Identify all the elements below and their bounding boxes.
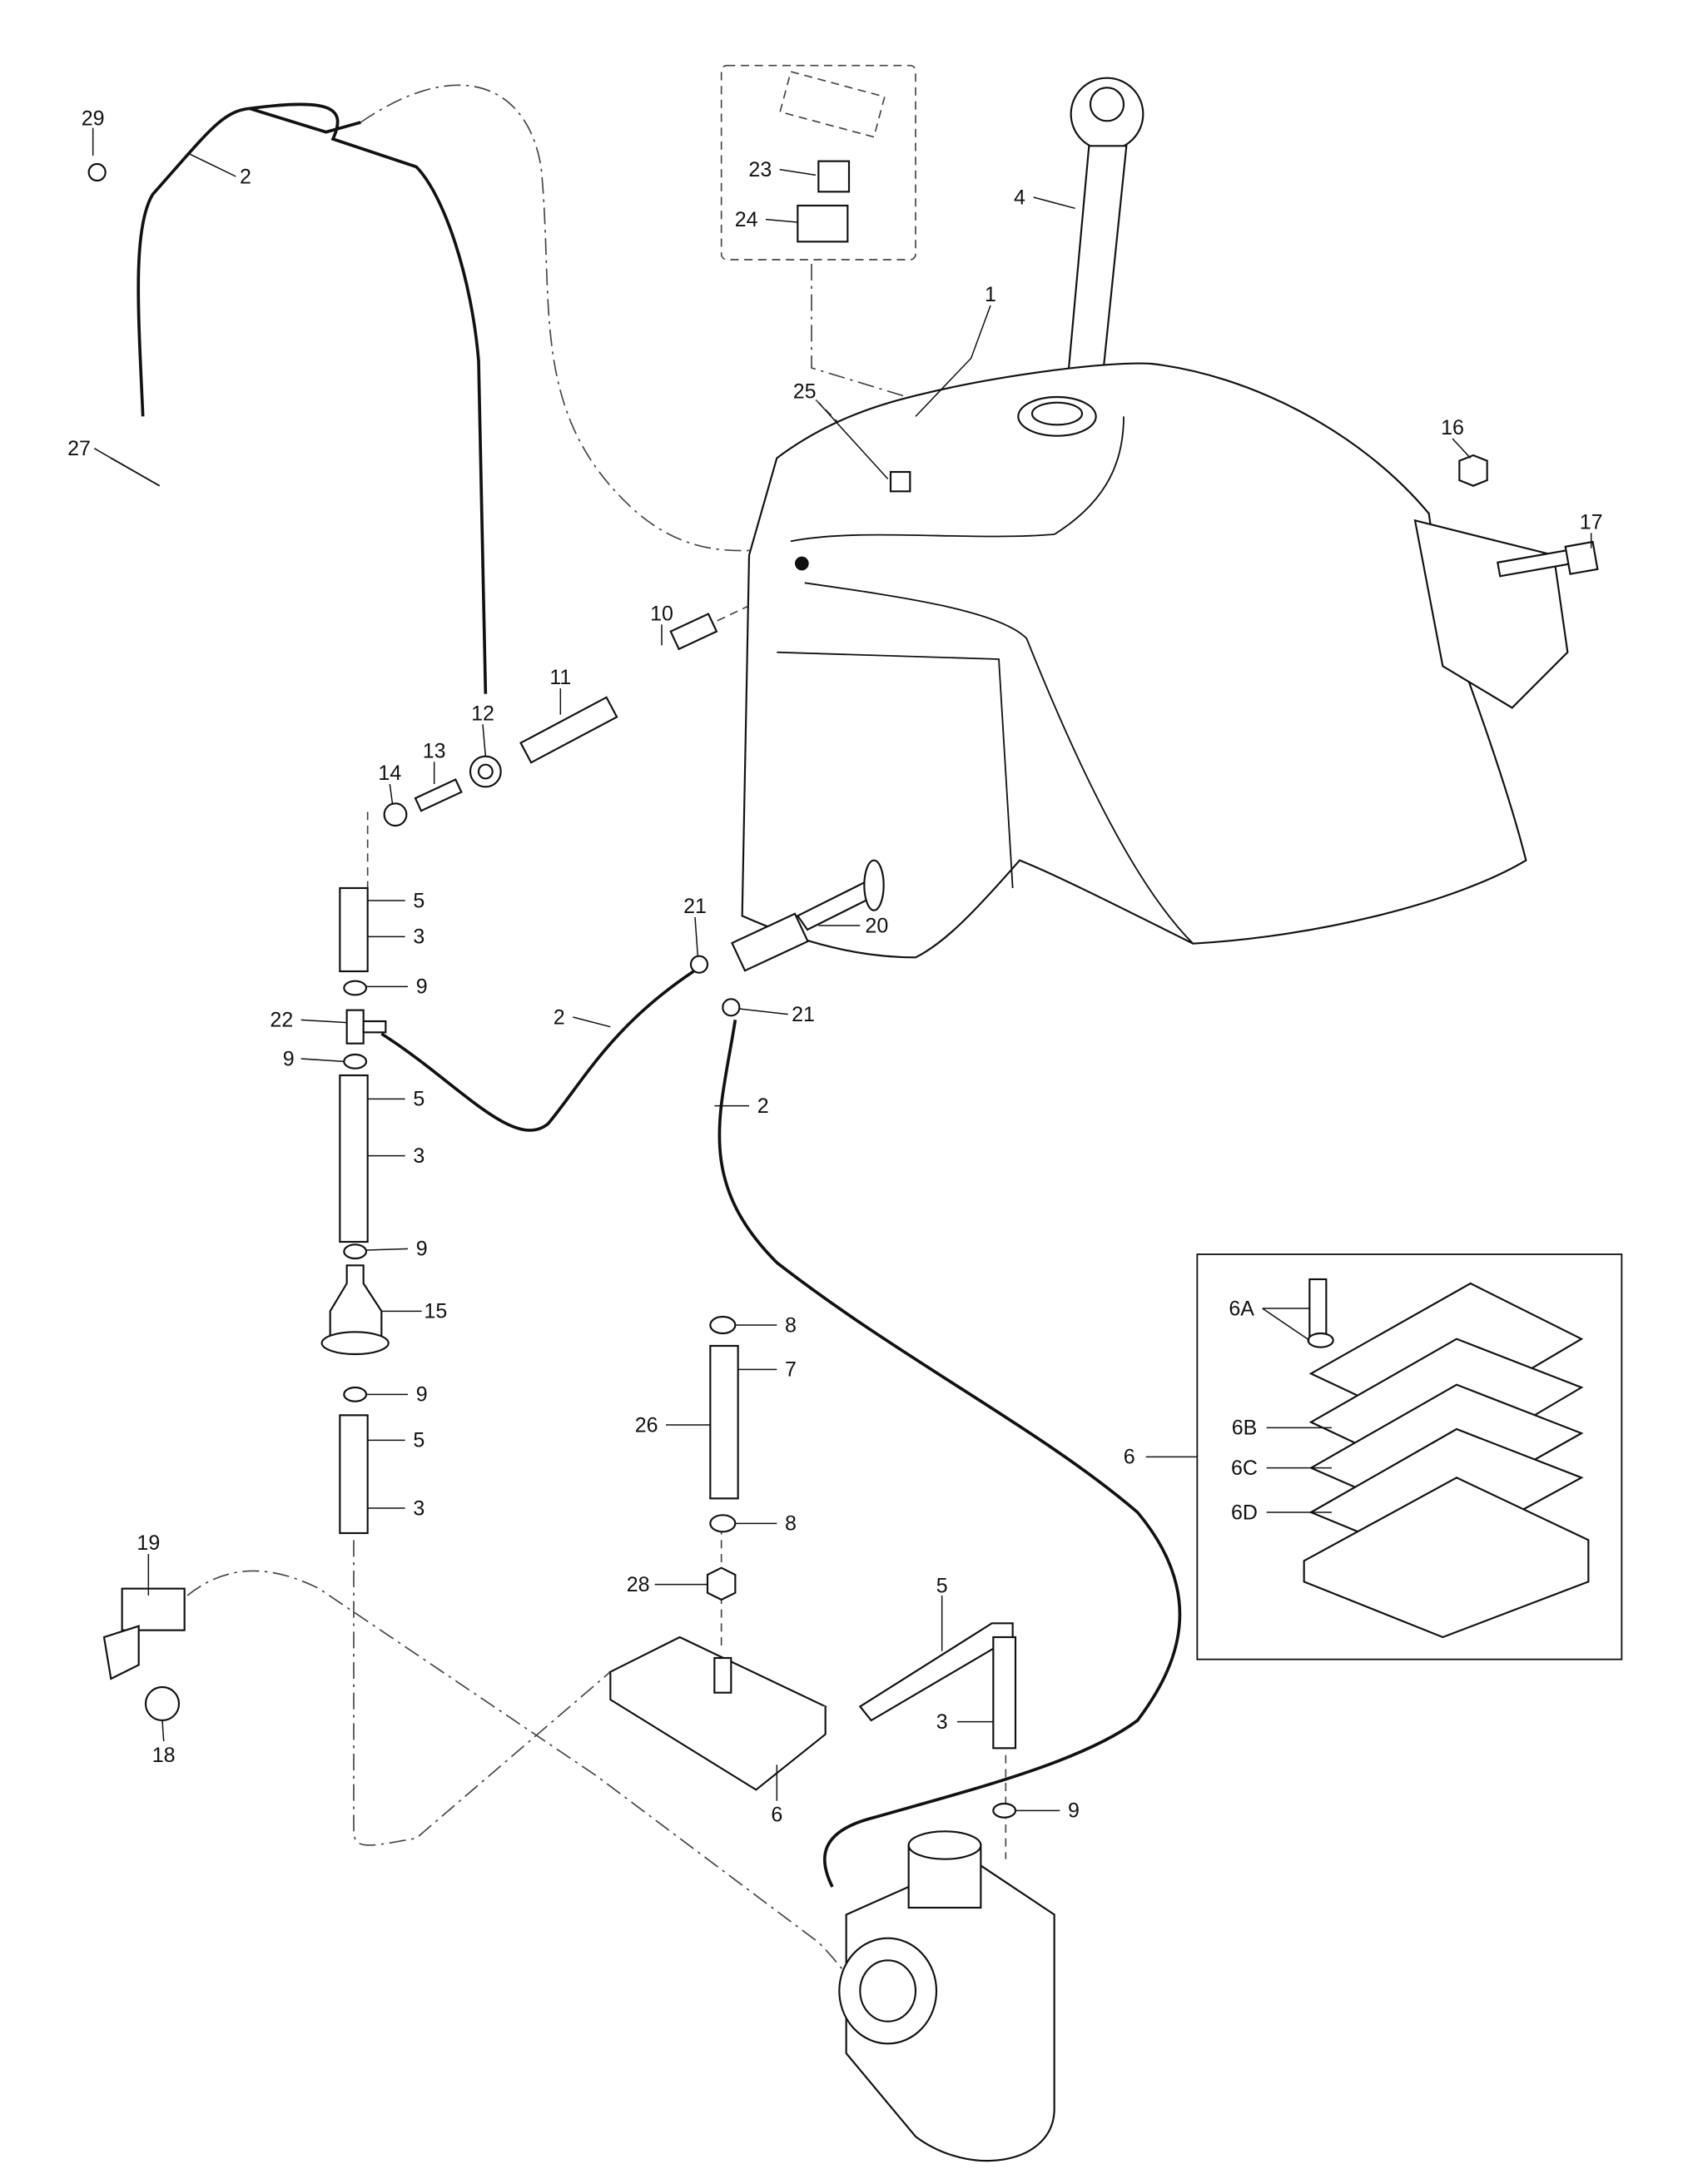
callout-13: 13 xyxy=(423,739,446,762)
callout-28: 28 xyxy=(627,1573,650,1596)
callout-5: 5 xyxy=(936,1575,948,1598)
part-2-hose-to-choke xyxy=(380,970,695,1132)
part-6A-screw xyxy=(1308,1278,1328,1339)
part-3-hose-lower xyxy=(339,1414,369,1535)
callout-20: 20 xyxy=(865,914,888,937)
part-3-hose-middle xyxy=(339,1074,369,1243)
callout-6A: 6A xyxy=(1229,1297,1254,1320)
part-13-fitting xyxy=(414,778,463,812)
callout-8: 8 xyxy=(785,1313,797,1337)
part-10-check-valve xyxy=(669,613,718,651)
part-6-fuel-pump xyxy=(608,1636,827,1791)
part-2-hose-to-pump xyxy=(717,1020,1182,1888)
part-24-grommet xyxy=(797,204,849,243)
callout-9: 9 xyxy=(416,1238,428,1261)
callout-7: 7 xyxy=(785,1358,797,1382)
part-20-choke-plunger xyxy=(731,859,885,972)
callout-29: 29 xyxy=(82,107,105,130)
lower-route-line xyxy=(353,1540,611,1846)
part-29-clip xyxy=(87,162,107,182)
callout-5: 5 xyxy=(413,1088,424,1111)
callout-22: 22 xyxy=(270,1009,293,1032)
callout-26: 26 xyxy=(635,1413,658,1437)
callout-15: 15 xyxy=(424,1300,447,1323)
callout-2: 2 xyxy=(554,1005,565,1029)
callout-6: 6 xyxy=(771,1804,782,1827)
leader-lines xyxy=(92,127,1592,1812)
part-15-fuel-filter xyxy=(320,1264,390,1356)
carburetor xyxy=(838,1830,1055,2162)
callout-9: 9 xyxy=(416,975,428,999)
inset-box-valve xyxy=(720,64,916,261)
part-9-clamp-b xyxy=(343,1053,368,1070)
part-18-nut xyxy=(144,1685,181,1722)
callout-10: 10 xyxy=(650,602,673,625)
callout-2: 2 xyxy=(240,165,251,188)
part-8-clamp-lower xyxy=(709,1514,737,1533)
part-9-clamp-a xyxy=(343,980,368,996)
callout-3: 3 xyxy=(936,1710,948,1734)
callout-18: 18 xyxy=(152,1744,176,1767)
callout-3: 3 xyxy=(413,1497,424,1520)
part-8-clamp-upper xyxy=(709,1315,737,1335)
callout-6D: 6D xyxy=(1231,1501,1258,1524)
callout-21: 21 xyxy=(683,895,707,918)
callout-3: 3 xyxy=(413,1144,424,1168)
part-6A-washer xyxy=(1307,1332,1334,1348)
callout-9: 9 xyxy=(416,1383,428,1407)
part-27-spring xyxy=(110,457,161,487)
callout-23: 23 xyxy=(748,158,772,181)
callout-14: 14 xyxy=(378,762,401,785)
tank-section-hatch xyxy=(779,71,886,138)
part-11-hose xyxy=(519,696,618,764)
vent-route-line xyxy=(360,84,777,552)
choke-route-line xyxy=(186,1570,889,2013)
part-26-hose xyxy=(709,1344,739,1500)
callout-5: 5 xyxy=(413,889,424,912)
part-3-hose-upper xyxy=(339,886,369,973)
part-25-fitting xyxy=(889,470,911,493)
callout-6: 6 xyxy=(1124,1446,1135,1469)
callout-12: 12 xyxy=(471,702,494,725)
part-21-clamp-a xyxy=(689,955,709,974)
callout-1: 1 xyxy=(985,283,996,306)
callout-9: 9 xyxy=(283,1047,295,1070)
callout-9: 9 xyxy=(1068,1799,1080,1823)
part-21-clamp-b xyxy=(722,998,741,1017)
callout-6C: 6C xyxy=(1231,1457,1258,1480)
callout-21: 21 xyxy=(792,1003,815,1026)
callout-25: 25 xyxy=(793,380,817,404)
callout-6B: 6B xyxy=(1232,1417,1258,1440)
part-19-choke-lever xyxy=(102,1587,186,1680)
callout-16: 16 xyxy=(1441,416,1464,439)
part-9-clamp-e xyxy=(992,1802,1017,1819)
pump-detail-drawing xyxy=(1303,1278,1590,1639)
part-9-clamp-d xyxy=(343,1386,368,1402)
callout-3: 3 xyxy=(413,926,424,949)
callout-2: 2 xyxy=(757,1094,769,1118)
callout-19: 19 xyxy=(137,1531,160,1555)
part-3-hose-carb xyxy=(992,1636,1017,1750)
callout-5: 5 xyxy=(413,1429,424,1452)
callout-8: 8 xyxy=(785,1512,797,1536)
part-22-tee-fitting xyxy=(345,1009,387,1045)
callout-24: 24 xyxy=(735,208,758,231)
part-23-valve xyxy=(817,160,851,193)
part-14-clamp xyxy=(383,802,408,827)
part-17-bolt xyxy=(1497,540,1599,578)
part-28-nut xyxy=(706,1566,737,1601)
callout-11: 11 xyxy=(549,666,571,689)
part-5-elbow-hose xyxy=(858,1622,1014,1722)
callout-4: 4 xyxy=(1014,186,1025,209)
part-2-vent-hose xyxy=(137,102,488,694)
part-16-nut xyxy=(1458,454,1488,487)
callout-27: 27 xyxy=(67,437,91,460)
part-9-clamp-c xyxy=(343,1243,368,1260)
part-12-grommet xyxy=(469,755,502,788)
pump-body xyxy=(1303,1477,1590,1639)
callout-17: 17 xyxy=(1580,510,1603,534)
